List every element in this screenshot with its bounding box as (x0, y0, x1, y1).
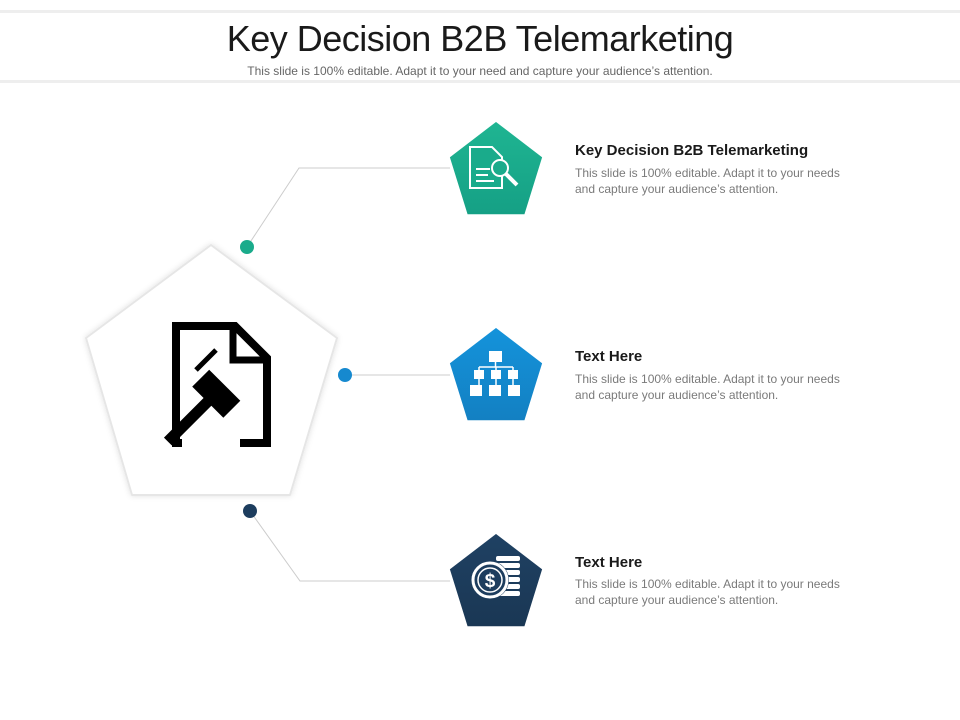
item-1-desc-line-1: This slide is 100% editable. Adapt it to… (575, 166, 840, 180)
item-2-desc-line-2: and capture your audience’s attention. (575, 388, 779, 402)
document-search-icon (469, 146, 519, 189)
header-rule (0, 80, 960, 83)
page-title: Key Decision B2B Telemarketing (226, 18, 734, 59)
dollar-coins-icon: $ (471, 556, 520, 599)
item-2-title: Text Here (575, 348, 643, 365)
center-pentagon (85, 244, 338, 496)
page-subtitle: This slide is 100% editable. Adapt it to… (247, 64, 713, 78)
item-1-desc-line-2: and capture your audience’s attention. (575, 182, 779, 196)
connector-dot-1 (240, 240, 254, 254)
item-1-description: This slide is 100% editable. Adapt it to… (575, 165, 875, 197)
item-2-description: This slide is 100% editable. Adapt it to… (575, 371, 875, 403)
document-gavel-icon (163, 322, 271, 450)
item-2-desc-line-1: This slide is 100% editable. Adapt it to… (575, 372, 840, 386)
item-3-desc-line-2: and capture your audience’s attention. (575, 593, 779, 607)
svg-text:$: $ (485, 571, 496, 592)
connector-dot-2 (338, 368, 352, 382)
connector-dot-3 (243, 504, 257, 518)
org-chart-icon (470, 351, 520, 396)
item-3-desc-line-1: This slide is 100% editable. Adapt it to… (575, 577, 840, 591)
item-3-title: Text Here (575, 554, 643, 571)
top-rule (0, 10, 960, 13)
item-3-description: This slide is 100% editable. Adapt it to… (575, 576, 875, 608)
item-1-title: Key Decision B2B Telemarketing (575, 142, 809, 159)
connector-line-3 (249, 510, 450, 582)
connector-line-1 (246, 167, 450, 248)
